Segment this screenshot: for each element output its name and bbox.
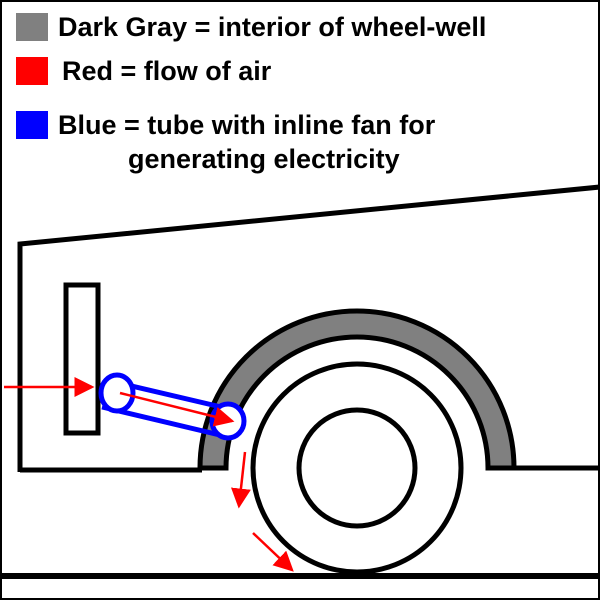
legend-blue: Blue = tube with inline fan for bbox=[16, 110, 435, 140]
red-swatch bbox=[16, 57, 48, 85]
blue-swatch bbox=[16, 111, 48, 139]
legend-gray-label: Dark Gray = interior of wheel-well bbox=[58, 12, 487, 42]
air-intake-vent bbox=[63, 282, 101, 436]
hub bbox=[296, 407, 418, 529]
wheel bbox=[250, 361, 464, 575]
legend-red: Red = flow of air bbox=[16, 56, 271, 86]
air-flow-arrow-down bbox=[230, 451, 251, 509]
air-flow-arrows bbox=[4, 377, 294, 572]
legend-blue-label-line1: Blue = tube with inline fan for bbox=[58, 110, 436, 140]
legend-blue-label-line2: generating electricity bbox=[128, 144, 400, 174]
car-body-outline bbox=[17, 184, 598, 473]
legend-red-label: Red = flow of air bbox=[62, 56, 272, 86]
tire bbox=[250, 361, 464, 575]
legend-gray: Dark Gray = interior of wheel-well bbox=[16, 12, 486, 42]
air-flow-arrow-tube bbox=[119, 391, 235, 427]
gray-swatch bbox=[16, 13, 48, 41]
wheel-well-interior bbox=[197, 308, 517, 471]
air-flow-arrow-exit bbox=[252, 532, 294, 572]
fan-tube-inlet bbox=[98, 372, 136, 414]
